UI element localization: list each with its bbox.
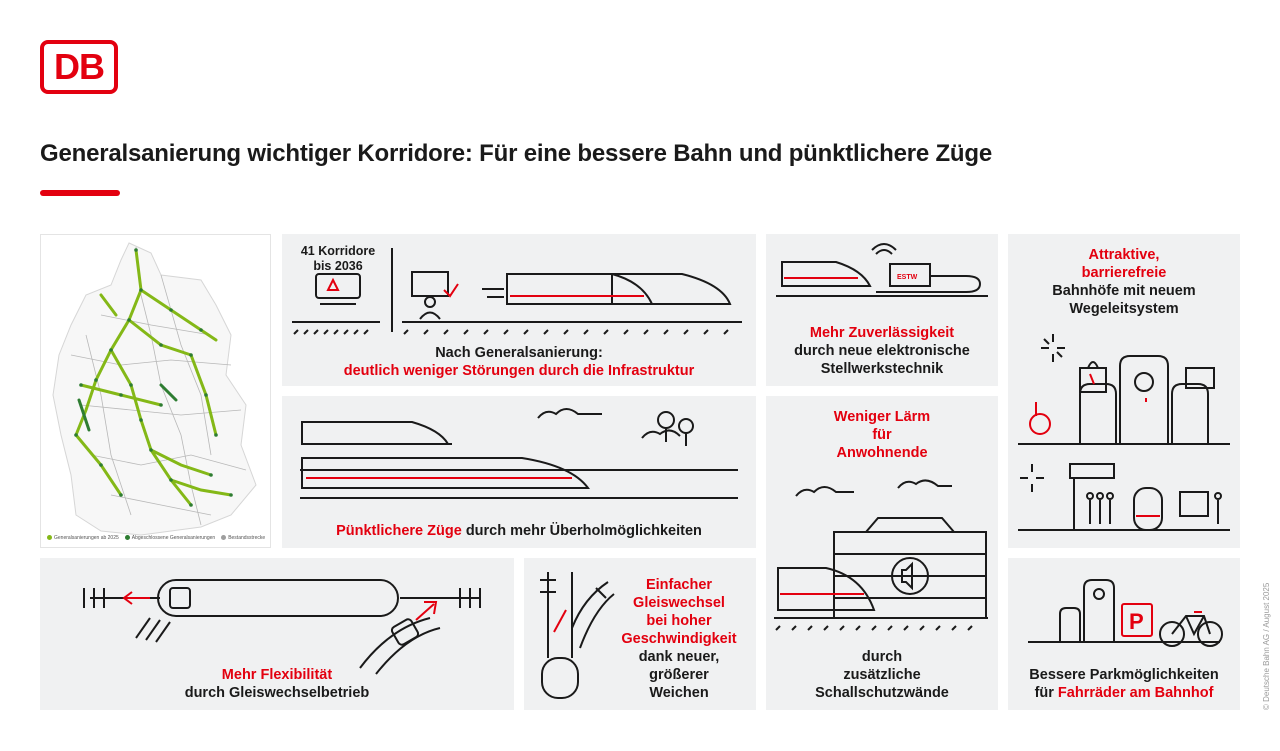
stations-caption-line3: Bahnhöfe mit neuem (1052, 283, 1196, 299)
flexibility-caption-line1: Mehr Flexibilität (221, 667, 333, 683)
germany-rail-map (52, 242, 257, 536)
estw-label: ESTW (897, 274, 918, 281)
switch-caption-line3: bei hoher (646, 613, 712, 629)
noise-caption-line1: Weniger Lärm (833, 409, 931, 425)
corridor-count: 41 Korridore bis 2036 (290, 244, 386, 274)
panel-parking: P Bessere Parkmöglichkeiten für Fahrräde… (1008, 558, 1240, 710)
overtaking-illustration (300, 408, 738, 499)
switch-caption-line7: Weichen (649, 685, 709, 701)
map-legend: Generalsanierungen ab 2025 Abgeschlossen… (47, 535, 265, 541)
parking-caption-line1: Bessere Parkmöglichkeiten (1029, 667, 1219, 683)
station-illustration (1018, 334, 1230, 531)
corridor-count-line1: 41 Korridore (300, 244, 376, 258)
parking-caption: Bessere Parkmöglichkeiten für Fahrräder … (1008, 666, 1240, 702)
noise-caption-line3: Anwohnende (836, 445, 928, 461)
track-change-illustration (83, 579, 481, 675)
legend-item: Bestandsstrecke (221, 535, 265, 541)
noise-caption-bottom: durch zusätzliche Schallschutzwände (766, 648, 998, 702)
copyright-notice: © Deutsche Bahn AG / August 2025 (1262, 582, 1271, 710)
reliability-caption: Mehr Zuverlässigkeit durch neue elektron… (766, 324, 998, 378)
switch-illustration (540, 572, 615, 699)
page-title: Generalsanierung wichtiger Korridore: Fü… (40, 140, 993, 167)
switch-caption-line6: größerer (649, 667, 709, 683)
corridor-caption: Nach Generalsanierung: deutlich weniger … (282, 344, 756, 380)
stations-caption: Attraktive, barrierefreie Bahnhöfe mit n… (1008, 246, 1240, 318)
reliability-caption-line3: Stellwerkstechnik (820, 361, 944, 377)
corridor-caption-line2: deutlich weniger Störungen durch die Inf… (343, 363, 695, 379)
panel-switch: Einfacher Gleiswechsel bei hoher Geschwi… (524, 558, 756, 710)
panel-punctual: Pünktlichere Züge durch mehr Überholmögl… (282, 396, 756, 548)
panel-flexibility: Mehr Flexibilität durch Gleiswechselbetr… (40, 558, 514, 710)
switch-caption: Einfacher Gleiswechsel bei hoher Geschwi… (604, 576, 754, 702)
noise-caption-line4: durch (861, 649, 903, 665)
corridor-illustration (292, 248, 742, 335)
panel-reliability: ESTW Mehr Zuverlässigkeit durch neue ele… (766, 234, 998, 386)
flexibility-caption-line2: durch Gleiswechselbetrieb (184, 685, 370, 701)
noise-wall-illustration (774, 479, 988, 631)
stations-caption-line4: Wegeleitsystem (1069, 301, 1179, 317)
panel-corridors: 41 Korridore bis 2036 Nach Generalsanier… (282, 234, 756, 386)
title-accent-bar (40, 190, 120, 196)
map-panel: Generalsanierungen ab 2025 Abgeschlossen… (40, 234, 271, 548)
parking-illustration: P (1028, 579, 1223, 647)
corridor-caption-line1: Nach Generalsanierung: (435, 345, 603, 361)
stations-caption-line2: barrierefreie (1081, 265, 1167, 281)
punctual-caption: Pünktlichere Züge durch mehr Überholmögl… (282, 522, 756, 540)
stations-caption-line1: Attraktive, (1088, 247, 1160, 263)
reliability-caption-line2: durch neue elektronische (794, 343, 970, 359)
parking-caption-line2-black: für (1034, 685, 1058, 701)
noise-caption-line5: zusätzliche (843, 667, 921, 683)
punctual-caption-red: Pünktlichere Züge (336, 523, 462, 539)
noise-caption-line2: für (872, 427, 892, 443)
estw-illustration: ESTW (776, 243, 988, 297)
switch-caption-line1: Einfacher (645, 577, 713, 593)
db-logo: DB (40, 40, 118, 94)
panel-stations: Attraktive, barrierefreie Bahnhöfe mit n… (1008, 234, 1240, 548)
parking-sign-icon: P (1129, 609, 1144, 634)
legend-item: Abgeschlossene Generalsanierungen (124, 535, 215, 541)
switch-caption-line4: Geschwindigkeit (621, 631, 737, 647)
switch-caption-line5: dank neuer, (638, 649, 720, 665)
reliability-caption-line1: Mehr Zuverlässigkeit (809, 325, 955, 341)
switch-caption-line2: Gleiswechsel (633, 595, 725, 611)
panel-noise: Weniger Lärm für Anwohnende durch zusätz… (766, 396, 998, 710)
legend-item: Generalsanierungen ab 2025 (47, 535, 119, 541)
db-logo-text: DB (54, 46, 105, 87)
noise-caption-top: Weniger Lärm für Anwohnende (766, 408, 998, 462)
parking-caption-line2-red: Fahrräder am Bahnhof (1057, 685, 1214, 701)
corridor-count-line2: bis 2036 (313, 259, 363, 273)
noise-caption-line6: Schallschutzwände (815, 685, 949, 701)
flexibility-caption: Mehr Flexibilität durch Gleiswechselbetr… (40, 666, 514, 702)
punctual-caption-black: durch mehr Überholmöglichkeiten (461, 523, 702, 539)
